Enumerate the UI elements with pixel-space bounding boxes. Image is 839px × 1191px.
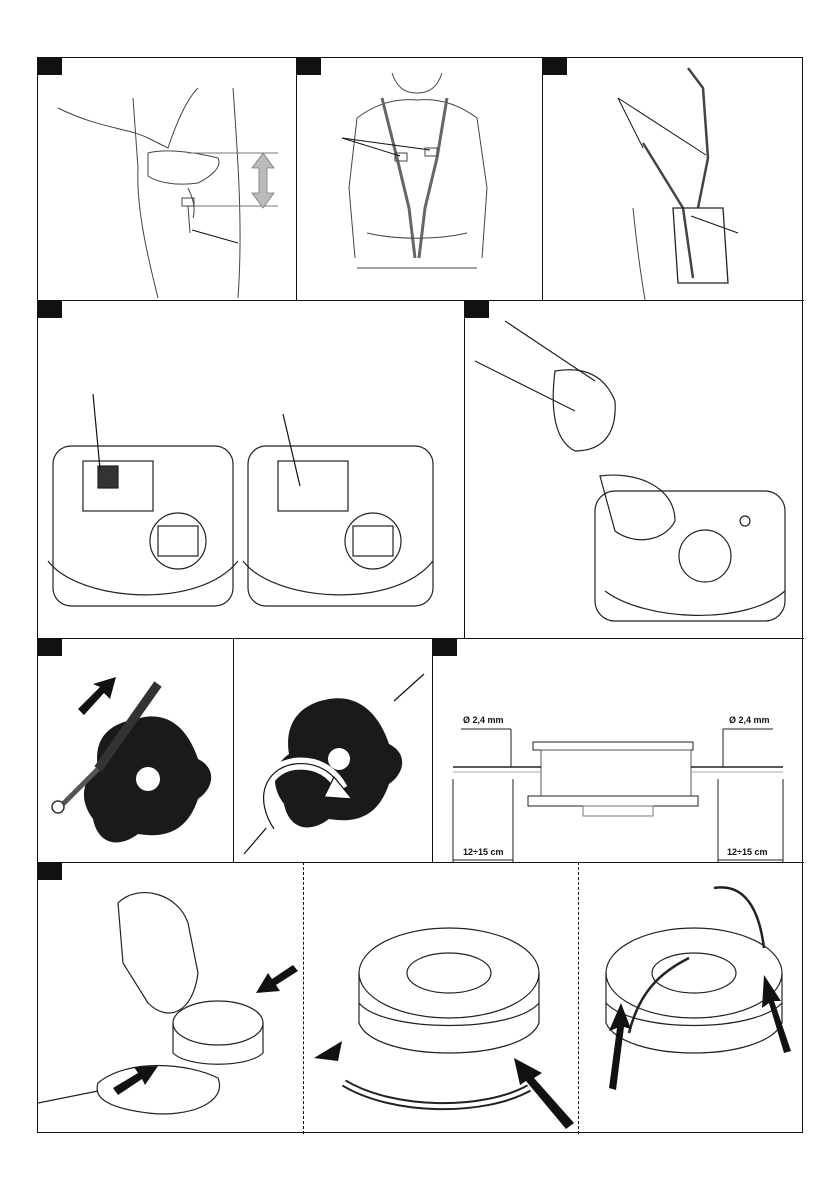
panel-line-insert [579, 863, 804, 1134]
file-direction-arrow-icon [38, 639, 233, 862]
height-adjust-arrow-icon [38, 58, 296, 300]
rotation-arrow-icon [304, 863, 578, 1134]
panel-harness-front [297, 58, 542, 300]
instruction-figure-sheet: Ø 2,4 mm Ø 2,4 mm 12÷15 cm 12÷15 cm [37, 57, 803, 1133]
push-arrow-icon [579, 863, 804, 1134]
engine-illustration-left [48, 446, 238, 606]
line-diameter-right-label: Ø 2,4 mm [729, 715, 770, 725]
panel-harness-height [38, 58, 296, 300]
panel-spark-plug [465, 301, 804, 638]
engine-illustration-right [243, 446, 433, 606]
panel-head-open [38, 863, 303, 1134]
panel-line-dimensions: Ø 2,4 mm Ø 2,4 mm 12÷15 cm 12÷15 cm [433, 639, 804, 862]
rotation-arrow-icon [234, 639, 432, 862]
panel-engine-views [38, 301, 464, 638]
panel-blade-rotation [234, 639, 432, 862]
panel-harness-side [543, 58, 804, 300]
line-diameter-left-label: Ø 2,4 mm [463, 715, 504, 725]
panel-blade-file [38, 639, 233, 862]
line-length-right-label: 12÷15 cm [727, 847, 767, 857]
push-arrow-icon [38, 863, 303, 1134]
line-length-left-label: 12÷15 cm [463, 847, 503, 857]
panel-spool-rotate [304, 863, 578, 1134]
